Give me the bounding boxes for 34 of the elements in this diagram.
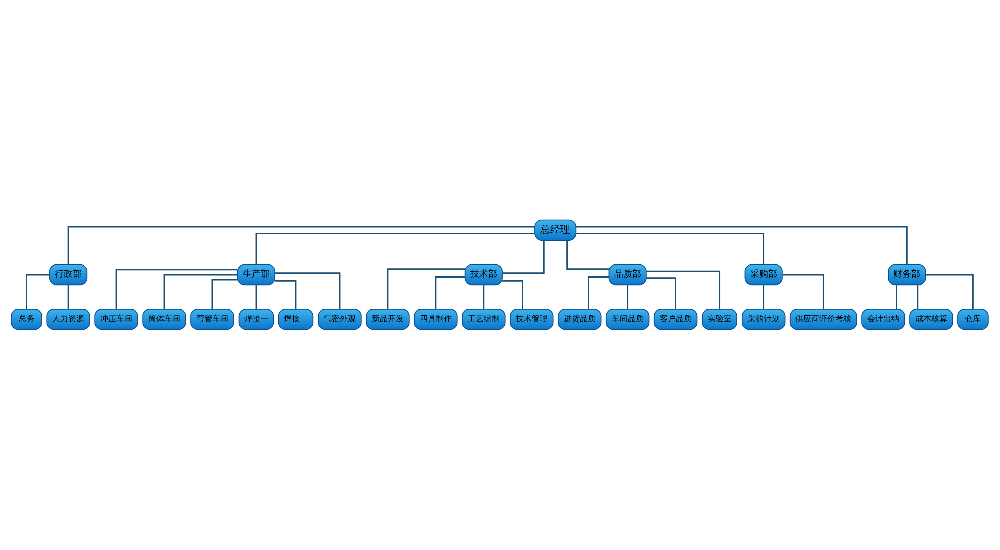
connector	[926, 274, 974, 310]
connector	[116, 269, 238, 310]
node-box: 总经理	[534, 220, 577, 241]
node-box: 采购部	[744, 264, 783, 286]
connector	[588, 276, 610, 310]
node-box: 技术部	[464, 264, 503, 286]
connector	[566, 240, 610, 270]
connector	[164, 274, 238, 310]
connector	[256, 285, 258, 310]
connector	[502, 280, 524, 310]
connector	[435, 276, 466, 310]
connector	[68, 226, 535, 265]
connector	[576, 233, 765, 265]
connector	[256, 233, 535, 265]
connector	[917, 285, 919, 310]
connector	[502, 240, 545, 274]
connector	[627, 285, 629, 310]
node-box: 生产部	[237, 264, 276, 286]
connector	[576, 226, 908, 265]
node-box: 行政部	[50, 264, 88, 286]
connector	[212, 279, 238, 310]
connector	[646, 278, 676, 310]
connector	[275, 280, 297, 310]
connector	[26, 274, 50, 310]
connector	[275, 272, 341, 310]
node-box: 品质部	[608, 264, 647, 286]
connector	[387, 268, 466, 310]
connector	[896, 285, 898, 310]
connector	[68, 285, 70, 310]
node-box: 财务部	[888, 264, 926, 286]
connector	[483, 285, 485, 310]
connector	[763, 285, 765, 310]
connector	[782, 274, 824, 310]
connector	[646, 270, 721, 310]
